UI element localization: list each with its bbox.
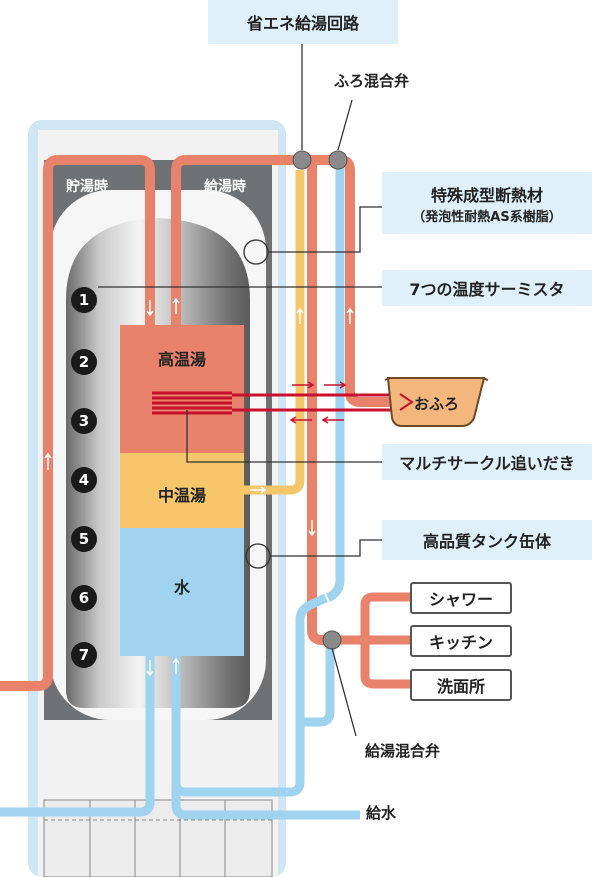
thermistor-label: 7つの温度サーミスタ [382,270,592,306]
sensor-4: 4 [71,467,97,493]
bath-label: おふろ [414,395,460,413]
cold-pipes [0,160,360,820]
supplying-label: 給湯時 [204,179,246,195]
zone-water [120,528,244,656]
sensor-2: 2 [71,349,97,375]
zone-high-temp [120,325,244,453]
bath-valve-label: ふろ混合弁 [334,72,410,90]
reheat-label: マルチサークル追いだき [382,444,592,480]
sensor-1: 1 [71,287,97,313]
zone-mid-label: 中温湯 [157,486,206,505]
zone-water-label: 水 [173,578,190,597]
leader-lines [98,44,382,737]
zone-mid-temp [120,453,244,528]
supply-mix-valve [322,630,342,650]
sensor-5: 5 [71,526,97,552]
eco-circuit-valve [292,150,312,170]
reheat-coil [152,391,400,415]
insulation-title: 特殊成型断熱材 [430,185,543,205]
water-supply-label: 給水 [366,804,397,822]
eco-circuit-label: 省エネ給湯回路 [208,0,398,44]
bath-mix-valve [328,150,348,170]
sensor-3: 3 [71,408,97,434]
insulation-label-box: 特殊成型断熱材 （発泡性耐熱AS系樹脂） [382,172,592,234]
storing-label: 貯湯時 [66,179,108,195]
fixture-pipes [335,592,410,689]
kitchen-outlet: キッチン [410,625,512,657]
shower-outlet: シャワー [410,582,512,614]
reheat-arrows [289,381,347,424]
sensor-6: 6 [71,585,97,611]
zone-high-label: 高温湯 [157,350,206,369]
washroom-outlet: 洗面所 [410,669,512,701]
sensor-7: 7 [71,642,97,668]
flow-arrows [44,297,354,677]
insulation-subtitle: （発泡性耐熱AS系樹脂） [412,209,562,225]
supply-valve-label: 給湯混合弁 [365,742,441,760]
hot-pipes-left [0,155,290,691]
bathtub [386,377,486,427]
bath-inflow-arrow [399,393,414,411]
mid-temp-pipe [244,170,305,495]
tank-body-label: 高品質タンク缶体 [382,520,592,560]
